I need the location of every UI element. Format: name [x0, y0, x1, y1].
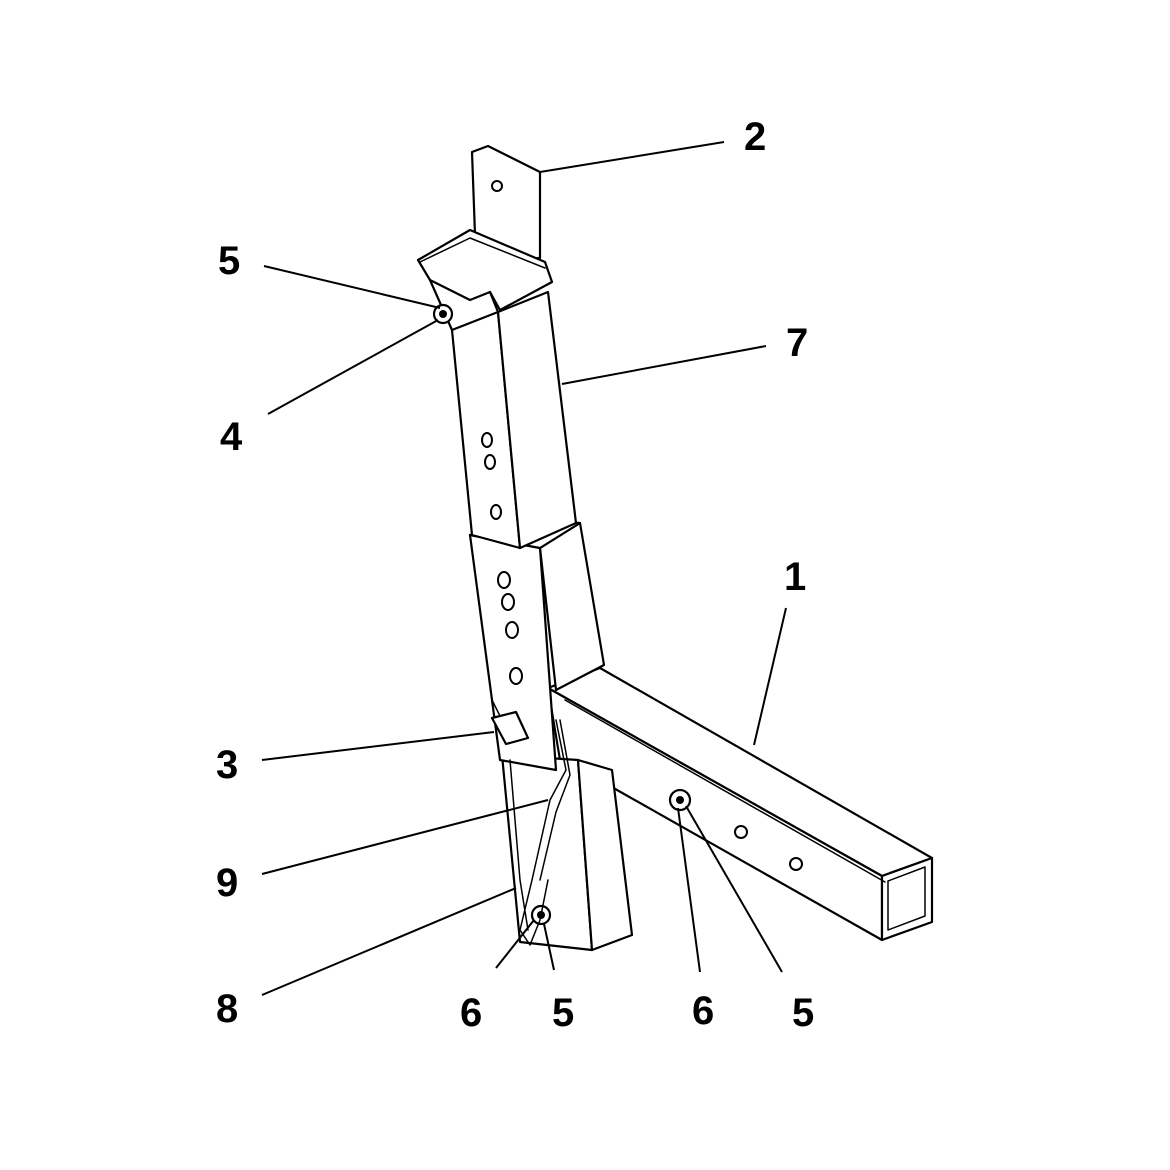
callout-5-left: 5: [552, 991, 574, 1035]
callout-3: 3: [216, 743, 238, 787]
lanyard-cable: [509, 719, 571, 946]
callout-6-right: 6: [692, 989, 714, 1033]
lock-knob: [490, 699, 530, 746]
callout-7: 7: [786, 321, 808, 365]
top-bolt: [432, 303, 454, 325]
post-bolt: [530, 904, 552, 926]
callout-1: 1: [784, 555, 806, 599]
callout-2: 2: [744, 115, 766, 159]
callout-9: 9: [216, 861, 238, 905]
arm-bolt: [668, 788, 692, 812]
callout-4: 4: [220, 415, 243, 459]
callout-5-right: 5: [792, 991, 814, 1035]
horizontal-arm: [546, 666, 934, 942]
callout-6-left: 6: [460, 991, 482, 1035]
callout-5-top: 5: [218, 239, 240, 283]
callout-8: 8: [216, 987, 238, 1031]
inner-tube: [450, 290, 578, 550]
leader-lines: [261, 141, 787, 996]
